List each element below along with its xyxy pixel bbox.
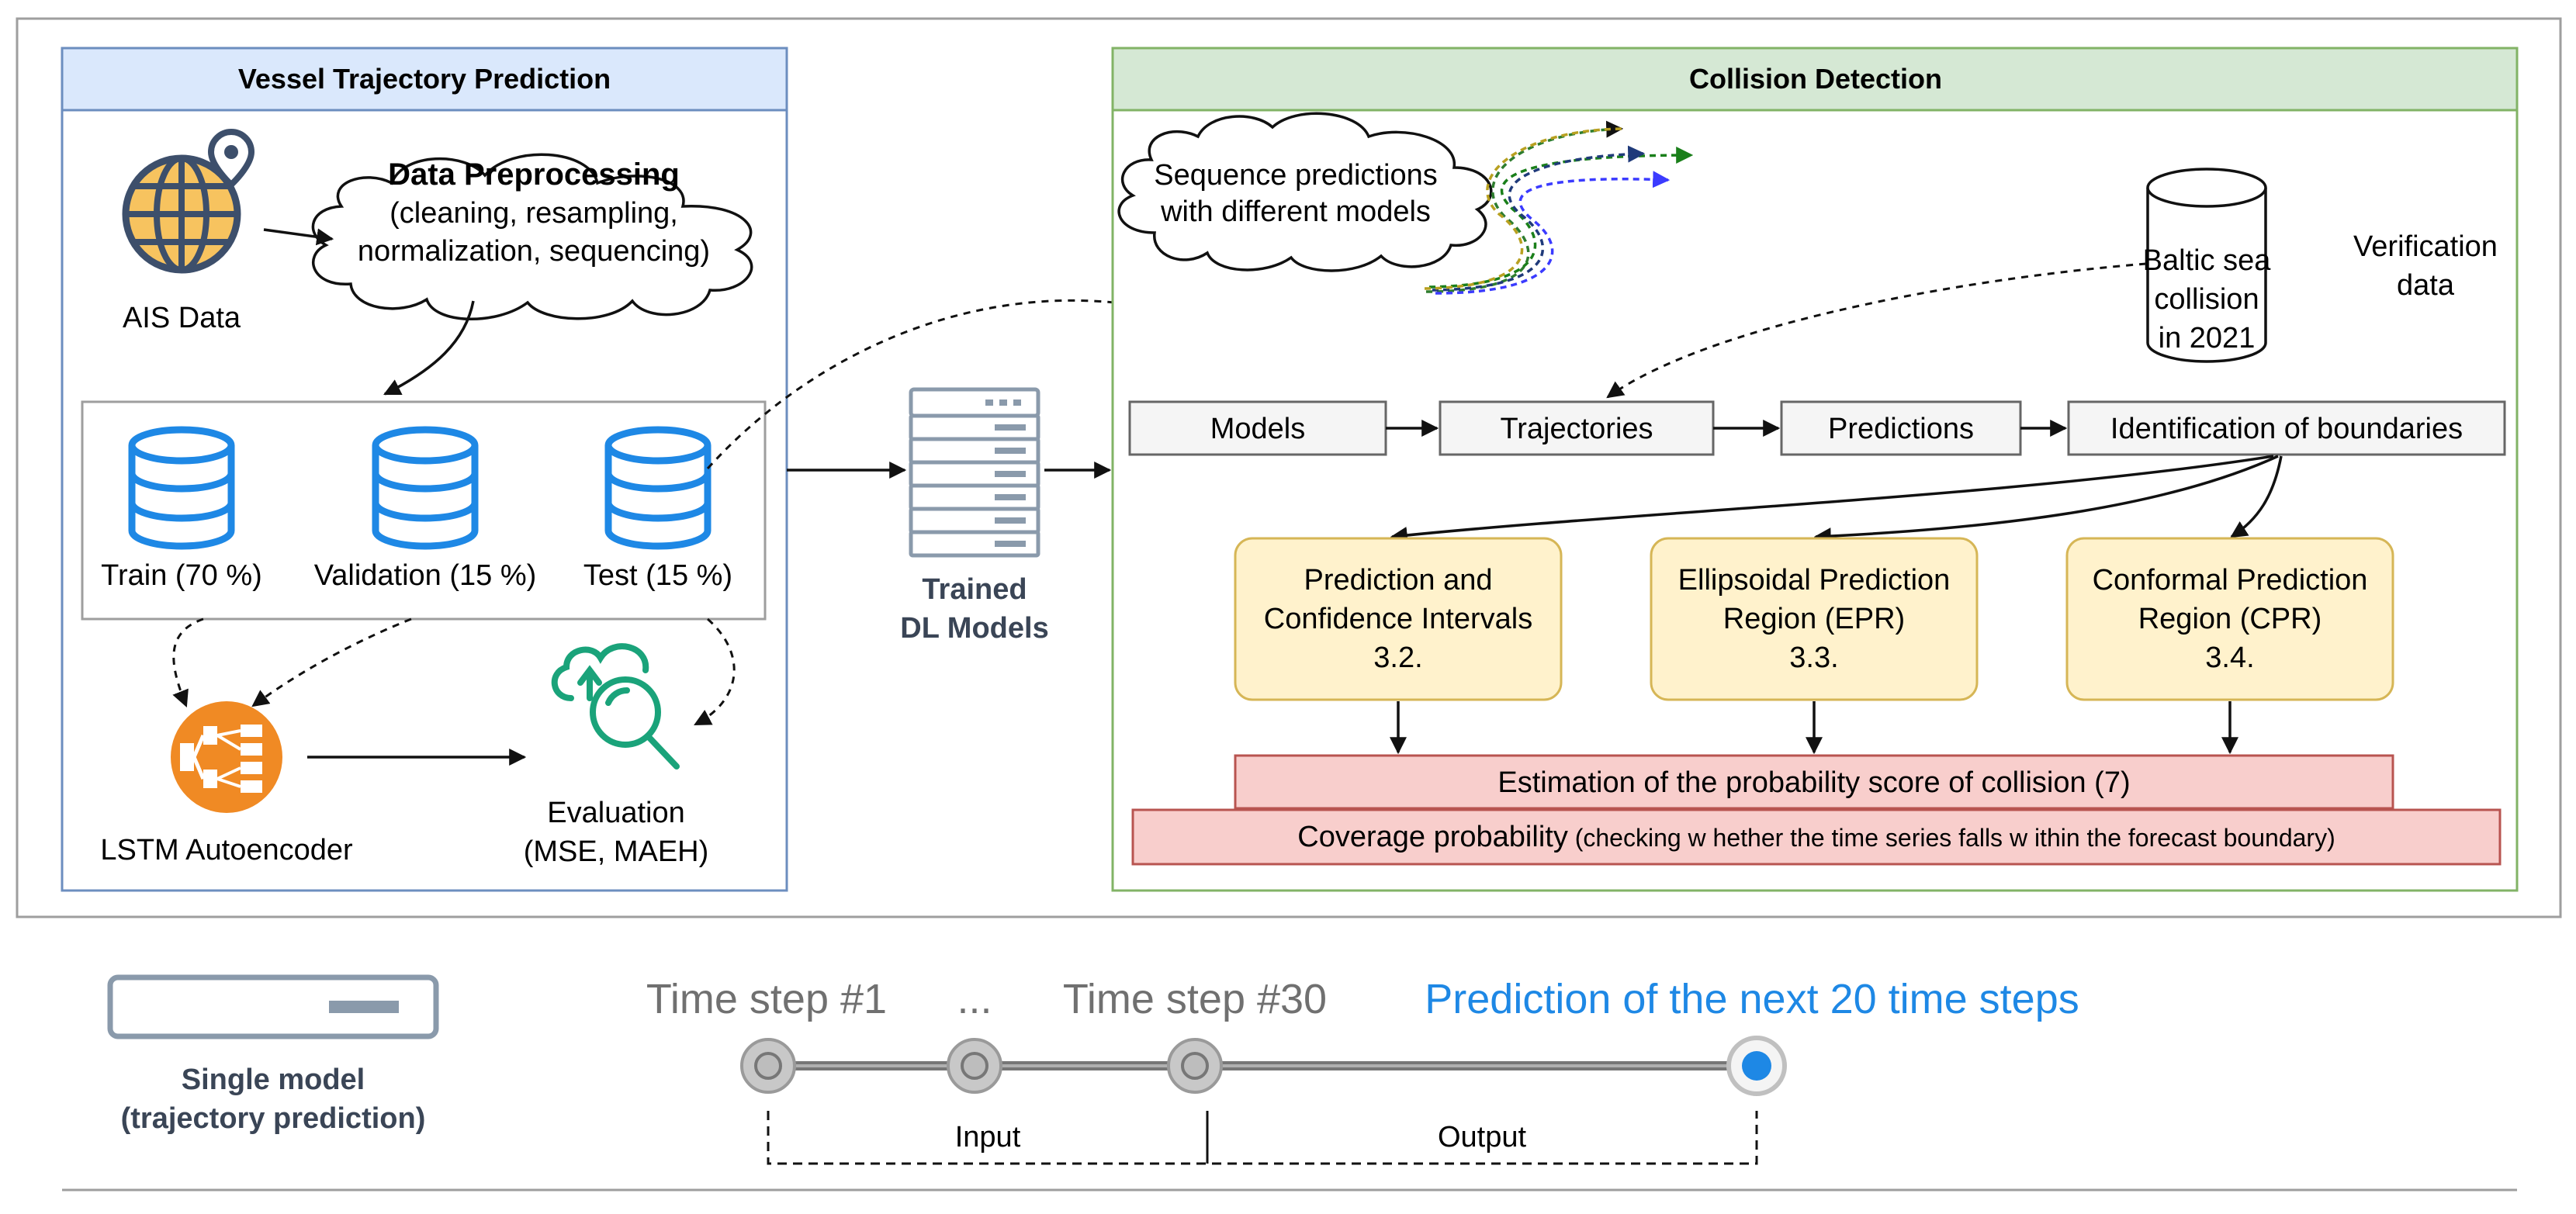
preprocess-line1: (cleaning, resampling, [390,197,678,230]
lstm-label: LSTM Autoencoder [100,834,353,866]
pci-line3: 3.2. [1373,642,1422,674]
validation-db-icon [372,426,479,550]
vessel-trajectory-panel: Vessel Trajectory Prediction AIS Data Da… [61,47,788,892]
vtp-header [61,47,788,112]
coverage-box [1131,808,2502,866]
train-to-lstm-arrow [172,617,204,708]
input-label: Input [955,1121,1021,1153]
ais-data-label: AIS Data [123,302,241,334]
test-db-icon [604,426,712,550]
pci-region-box [1234,537,1563,701]
server-stack-icon [909,387,1040,558]
single-model-indicator [329,1001,399,1013]
cd-title: Collision Detection [1689,63,1942,95]
epr-line3: 3.3. [1789,642,1838,674]
test-to-evaluation-arrow [694,617,736,726]
baltic-line2: collision [2154,283,2259,316]
seq-line2: with different models [1160,195,1431,228]
single-model-icon [107,974,439,1039]
identification-label: Identification of boundaries [2110,413,2463,445]
evaluation-metrics: (MSE, MAEH) [524,835,709,868]
baltic-line1: Baltic sea [2143,244,2272,277]
models-box [1128,400,1387,456]
train-db-icon [128,426,235,550]
ellipsis-label: ... [957,976,992,1022]
legend: Single model (trajectory prediction) Tim… [62,974,2517,1192]
verification-line1: Verification [2353,230,2498,263]
evaluation-search-icon [551,643,680,770]
predictions-box [1780,400,2022,456]
epr-region-box [1650,537,1979,701]
coverage-detail: (checking w hether the time series falls… [1568,824,2335,852]
globe-icon [122,129,255,274]
seq-line1: Sequence predictions [1154,159,1437,192]
prediction-node [1726,1036,1787,1096]
time-step-1-node [740,1038,796,1094]
next-steps-label: Prediction of the next 20 time steps [1425,976,2079,1022]
preprocessing-cloud [311,153,753,321]
single-model-line2: (trajectory prediction) [121,1102,426,1135]
preprocess-title: Data Preprocessing [388,157,680,192]
cpr-region-box [2065,537,2394,701]
coverage-text: Coverage probability (checking w hether … [1297,821,2335,853]
input-output-bracket [767,1111,1758,1165]
identification-box [2067,400,2506,456]
predictions-label: Predictions [1828,413,1974,445]
validation-label: Validation (15 %) [314,559,537,592]
time-step-mid-node [947,1038,1002,1094]
ais-to-preprocess-arrow [263,228,334,246]
preprocess-line2: normalization, sequencing) [358,235,710,268]
baltic-line3: in 2021 [2159,322,2256,355]
identification-to-epr-arrow [1813,455,2279,545]
baltic-database-cylinder [2146,168,2267,363]
validation-to-lstm-arrow [251,617,412,707]
trained-models-line2: DL Models [900,612,1048,645]
epr-line1: Ellipsoidal Prediction [1678,564,1951,597]
cpr-line3: 3.4. [2205,642,2254,674]
trained-models-line1: Trained [922,573,1027,606]
epr-line2: Region (EPR) [1723,603,1905,635]
lstm-autoencoder-icon [171,701,282,813]
time-step-30-label: Time step #30 [1063,976,1327,1022]
cpr-line1: Conformal Prediction [2093,564,2368,597]
estimation-box [1234,754,2394,810]
sequence-predictions-cloud [1117,112,1493,272]
evaluation-label: Evaluation [547,797,684,829]
pci-line2: Confidence Intervals [1264,603,1532,635]
cpr-line2: Region (CPR) [2138,603,2322,635]
models-label: Models [1210,413,1306,445]
verification-line2: data [2397,269,2455,302]
trajectories-label: Trajectories [1500,413,1653,445]
pci-line1: Prediction and [1304,564,1493,597]
single-model-line1: Single model [182,1064,365,1096]
baltic-to-trajectories-arrow [1606,262,2147,399]
preprocess-to-datasets-arrow [383,300,475,396]
train-label: Train (70 %) [101,559,262,592]
time-step-1-label: Time step #1 [646,976,887,1022]
vtp-title: Vessel Trajectory Prediction [238,63,611,95]
identification-to-cpr-arrow [2230,455,2283,538]
trajectory-curves-icon [1424,120,1694,295]
test-label: Test (15 %) [583,559,732,592]
coverage-main: Coverage probability [1297,821,1568,853]
time-step-30-node [1167,1038,1223,1094]
estimation-label: Estimation of the probability score of c… [1497,766,2130,799]
cd-header [1111,47,2519,112]
collision-detection-panel: Collision Detection Sequence predictions… [1111,47,2519,892]
identification-to-pci-arrow [1390,455,2274,544]
output-label: Output [1438,1121,1527,1153]
